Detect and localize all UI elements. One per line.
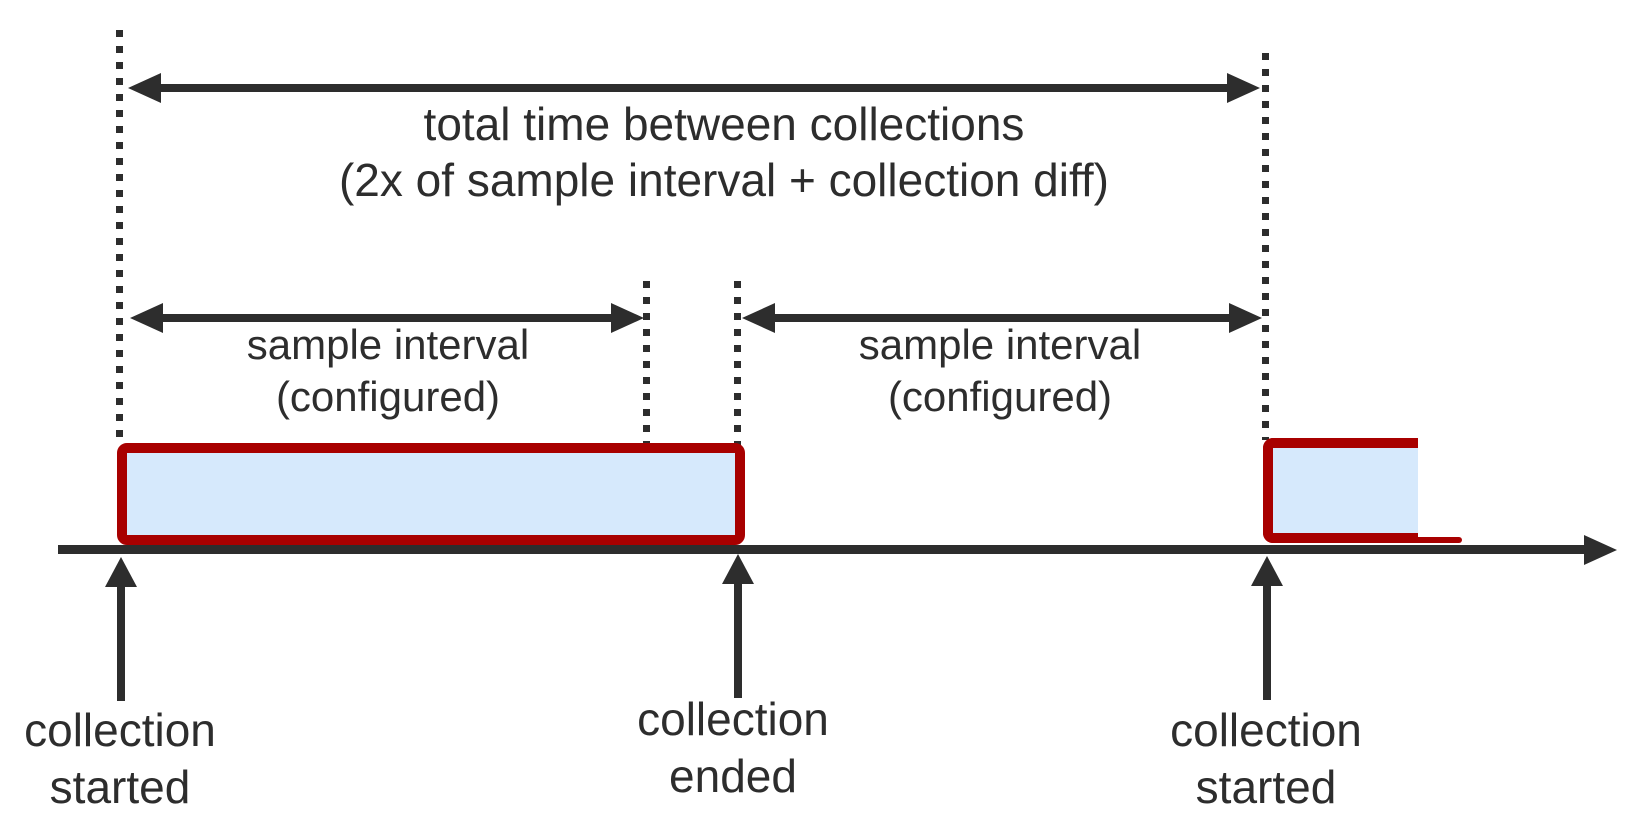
second-collection-box [1263, 438, 1418, 543]
arrowhead-up-icon [722, 554, 754, 584]
arrowhead-up-icon [1251, 556, 1283, 586]
second-collection-box-tail [1408, 537, 1462, 543]
sample-interval-left-line1: sample interval [246, 321, 530, 368]
dotted-line-second-collection-start [1262, 53, 1269, 440]
total-time-arrow [128, 73, 1260, 103]
sample-interval-left-line2: (configured) [275, 373, 501, 420]
dotted-line-first-collection-start [116, 30, 123, 443]
total-time-label-line2: (2x of sample interval + collection diff… [338, 154, 1110, 206]
sample-interval-right-line2: (configured) [887, 373, 1113, 420]
dotted-line-sample-interval-end [643, 281, 650, 448]
sample-interval-right-line1: sample interval [858, 321, 1142, 368]
arrow-line [154, 84, 1234, 92]
collection-started-right-label: collection started [1170, 702, 1362, 816]
arrow-line [768, 314, 1236, 322]
total-time-label-line1: total time between collections [423, 98, 1025, 150]
arrow-line [156, 314, 618, 322]
sample-interval-right-arrow [742, 303, 1262, 333]
timeline-axis [58, 545, 1590, 554]
event-label-line2: started [1195, 761, 1337, 813]
arrow-shaft [1263, 583, 1271, 700]
arrow-shaft [117, 584, 125, 701]
dotted-line-collection-end [734, 281, 741, 448]
first-collection-box [117, 443, 745, 545]
sample-interval-left-label: sample interval (configured) [247, 319, 529, 423]
event-label-line1: collection [24, 704, 216, 756]
arrowhead-right-icon [1227, 73, 1260, 103]
arrowhead-right-icon [611, 303, 644, 333]
arrowhead-up-icon [105, 557, 137, 587]
event-label-line1: collection [637, 693, 829, 745]
event-label-line2: ended [669, 750, 797, 802]
event-label-line2: started [49, 761, 191, 813]
total-time-label: total time between collections (2x of sa… [339, 96, 1109, 208]
sample-interval-left-arrow [130, 303, 644, 333]
timeline-arrowhead-icon [1584, 535, 1617, 565]
sample-interval-right-label: sample interval (configured) [859, 319, 1141, 423]
collection-ended-label: collection ended [637, 691, 829, 805]
arrow-shaft [734, 581, 742, 698]
arrowhead-right-icon [1229, 303, 1262, 333]
collection-started-left-label: collection started [24, 702, 216, 816]
event-label-line1: collection [1170, 704, 1362, 756]
